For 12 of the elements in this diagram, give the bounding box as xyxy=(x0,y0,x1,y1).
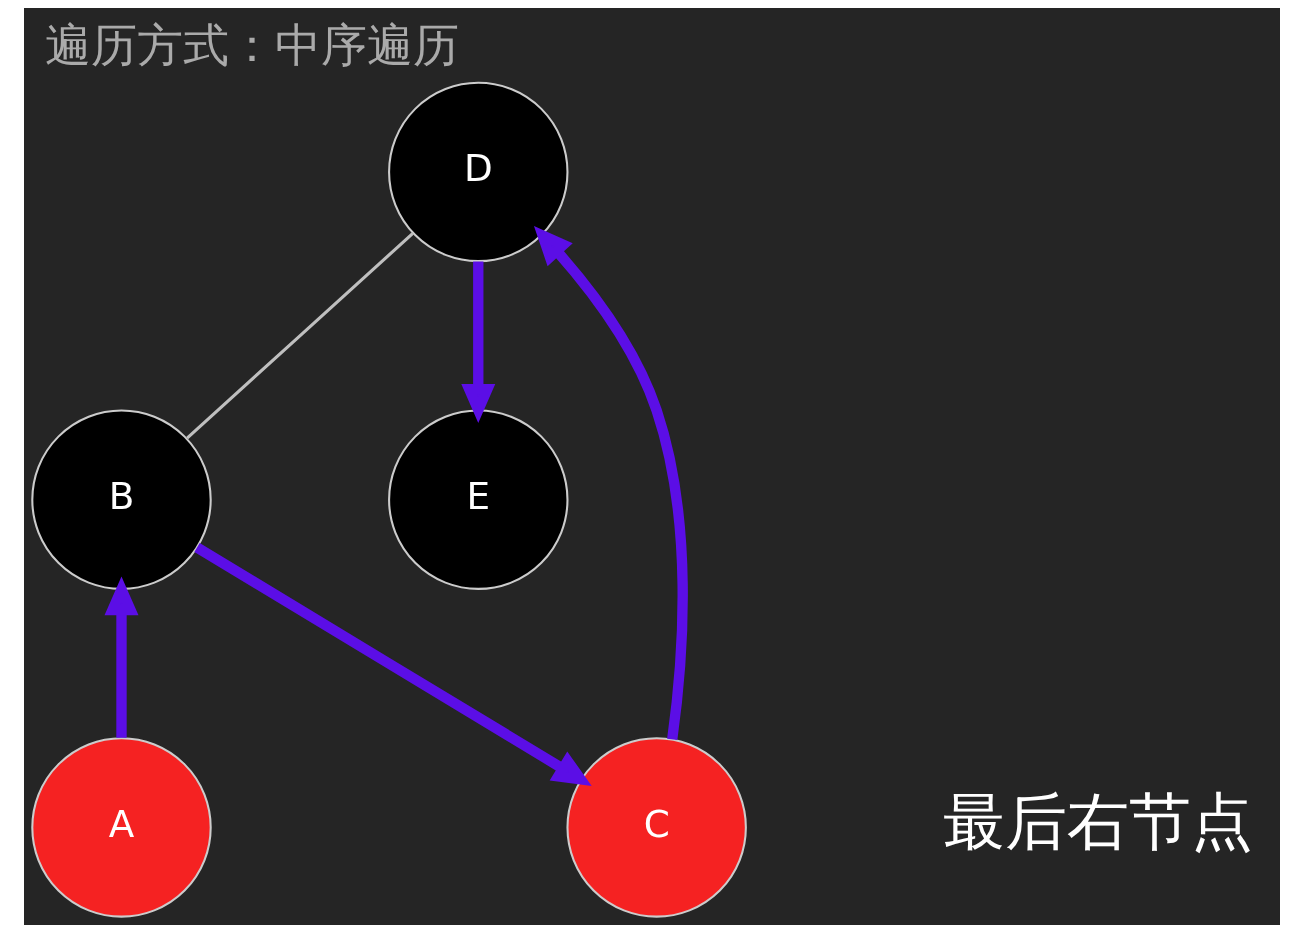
connector xyxy=(185,232,414,440)
arrow xyxy=(193,543,592,787)
arrow xyxy=(460,261,495,423)
diagram-title: 遍历方式：中序遍历 xyxy=(44,19,459,73)
node-circle: B xyxy=(30,409,212,590)
node-circle: C xyxy=(565,737,747,918)
arrow xyxy=(533,226,688,741)
caption: 最后右节点 xyxy=(943,784,1253,858)
node-circle: A xyxy=(30,737,212,918)
node-circle: D xyxy=(387,81,568,263)
node-circle: E xyxy=(387,409,568,590)
arrow xyxy=(104,576,138,738)
